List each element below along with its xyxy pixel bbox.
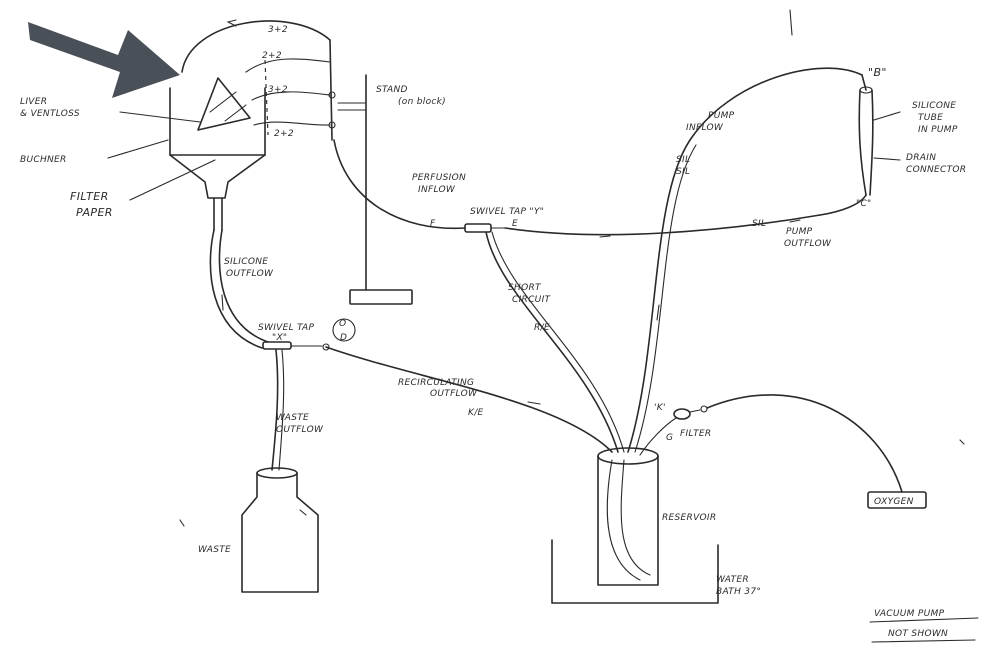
label-liver-2: & VENTLOSS bbox=[20, 109, 80, 119]
silicone-outflow-tube bbox=[210, 230, 262, 348]
label-tube-sil3: SIL bbox=[676, 155, 690, 165]
label-silicone-tube: SILICONE bbox=[912, 101, 956, 111]
liver bbox=[198, 78, 250, 130]
tube-upper bbox=[246, 59, 330, 72]
reservoir bbox=[598, 448, 658, 585]
water-bath bbox=[552, 540, 718, 603]
waste-outflow-tube-2 bbox=[279, 350, 284, 470]
label-waste-outflow-2: OUTFLOW bbox=[276, 425, 324, 435]
oxygen-line bbox=[707, 395, 902, 492]
label-mark-e: E bbox=[512, 219, 518, 229]
label-short-circuit-2: CIRCUIT bbox=[512, 295, 552, 305]
pump-loop bbox=[820, 75, 873, 215]
label-mark-re: R/E bbox=[534, 323, 550, 333]
label-drain-connector-2: CONNECTOR bbox=[906, 165, 966, 175]
buchner-funnel bbox=[170, 88, 265, 230]
label-swivel-tap-x: SWIVEL TAP bbox=[258, 323, 315, 333]
label-oxygen: OXYGEN bbox=[874, 497, 914, 507]
label-mark-4: 2+2 bbox=[274, 129, 294, 139]
label-reservoir: RESERVOIR bbox=[662, 513, 716, 523]
label-waste: WASTE bbox=[198, 545, 231, 555]
label-drain-connector: DRAIN bbox=[906, 153, 936, 163]
label-pump-inflow-2: INFLOW bbox=[686, 123, 724, 133]
label-filter-k: FILTER bbox=[680, 429, 711, 439]
flow-arrows bbox=[180, 10, 964, 526]
label-silicone-outflow: SILICONE bbox=[224, 257, 268, 267]
label-pump-outflow: PUMP bbox=[786, 227, 813, 237]
label-vacuum-2: NOT SHOWN bbox=[888, 629, 948, 639]
waste-bottle bbox=[242, 468, 318, 592]
label-c: "C" bbox=[856, 199, 871, 209]
label-tube-sil2: SIL bbox=[752, 219, 766, 229]
label-stand: STAND bbox=[376, 85, 408, 95]
label-liver: LIVER bbox=[20, 97, 47, 107]
label-recirculating: RECIRCULATING bbox=[398, 378, 474, 388]
pointer-arrow bbox=[28, 22, 180, 98]
label-perfusion-inflow: PERFUSION bbox=[412, 173, 466, 183]
label-silicone-outflow-2: OUTFLOW bbox=[226, 269, 274, 279]
waste-outflow-tube bbox=[272, 350, 278, 470]
label-b: "B" bbox=[868, 66, 887, 79]
label-tap-d: D bbox=[340, 333, 347, 343]
label-buchner: BUCHNER bbox=[20, 155, 67, 165]
label-tap-x: "X" bbox=[272, 333, 287, 343]
label-water-bath: WATER bbox=[716, 575, 749, 585]
swivel-tap-y bbox=[465, 224, 505, 232]
label-mark-1: 3+2 bbox=[268, 25, 288, 35]
pump-inflow-tube bbox=[628, 68, 862, 452]
label-mark-ke: K/E bbox=[468, 408, 484, 418]
label-tube-sil1: SIL bbox=[676, 167, 690, 177]
label-pump-inflow: PUMP bbox=[708, 111, 735, 121]
hood-tube bbox=[182, 21, 330, 72]
label-stand-sub: (on block) bbox=[398, 97, 446, 107]
label-silicone-tube-3: IN PUMP bbox=[918, 125, 958, 135]
label-vacuum: VACUUM PUMP bbox=[874, 609, 945, 619]
label-filter: FILTER bbox=[70, 190, 109, 203]
label-silicone-tube-2: TUBE bbox=[918, 113, 943, 123]
label-k: 'K' bbox=[654, 403, 666, 413]
label-tap-o: O bbox=[339, 319, 346, 329]
stand bbox=[329, 40, 412, 304]
label-mark-f: F bbox=[430, 219, 436, 229]
label-mark-3: 3+2 bbox=[268, 85, 288, 95]
tube-mid bbox=[252, 92, 330, 100]
label-pump-outflow-2: OUTFLOW bbox=[784, 239, 832, 249]
label-recirculating-2: OUTFLOW bbox=[430, 389, 478, 399]
label-waste-outflow: WASTE bbox=[276, 413, 309, 423]
label-perfusion-inflow-2: INFLOW bbox=[418, 185, 456, 195]
label-paper: PAPER bbox=[76, 206, 113, 219]
label-mark-2: 2+2 bbox=[262, 51, 282, 61]
label-water-bath-2: BATH 37° bbox=[716, 587, 761, 597]
vacuum-underline-2 bbox=[872, 640, 975, 642]
label-short-circuit: SHORT bbox=[508, 283, 542, 293]
label-mark-g: G bbox=[666, 433, 673, 443]
label-swivel-tap-y: SWIVEL TAP "Y" bbox=[470, 207, 544, 217]
